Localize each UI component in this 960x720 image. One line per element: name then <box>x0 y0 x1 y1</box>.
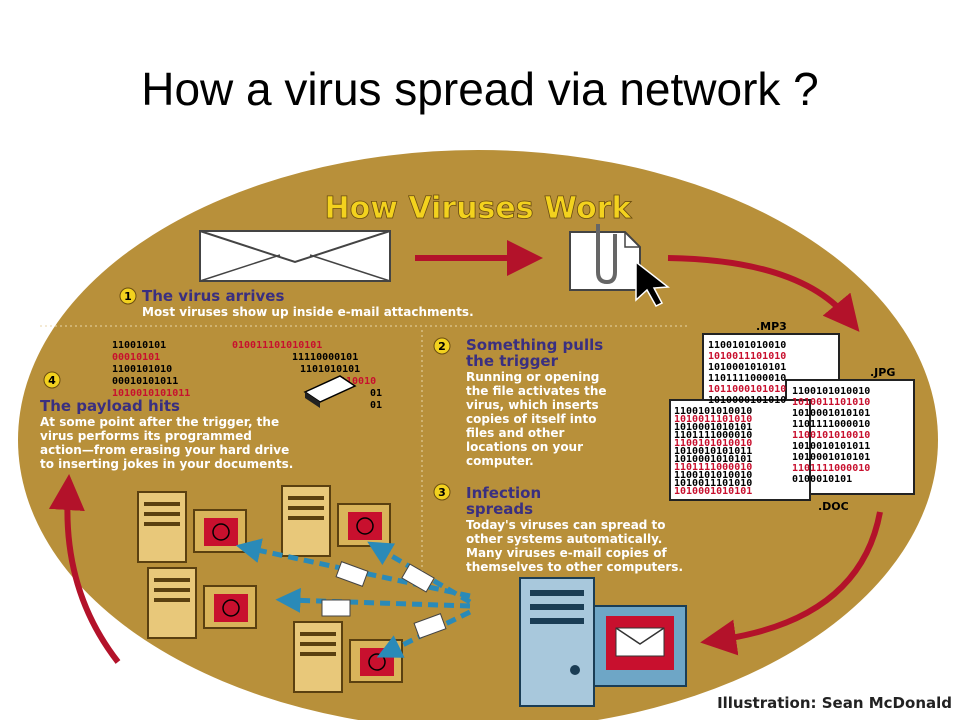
step-3: 3 Infection spreads Today's viruses can … <box>433 483 683 574</box>
step-2-line-4: copies of itself into <box>466 412 596 426</box>
binary-jpg: 1100101010010101001110101010100010101011… <box>792 386 870 485</box>
step-3-line-3: Many viruses e-mail copies of <box>466 546 667 560</box>
binary-line: 1010001010101 <box>674 486 752 497</box>
file-label-jpg: .JPG <box>870 366 895 379</box>
binary-line: 1101010101 <box>300 364 360 375</box>
step-2-line-1: Running or opening <box>466 370 599 384</box>
step-3-line-2: other systems automatically. <box>466 532 662 546</box>
background-ellipse <box>18 150 938 720</box>
small-envelopes <box>321 561 447 639</box>
step-3-line-4: themselves to other computers. <box>466 560 683 574</box>
step-4-line-2: virus performs its programmed <box>40 429 252 443</box>
infographic-heading: How Viruses Work <box>325 191 633 226</box>
binary-line: 1101111000010 <box>792 463 870 474</box>
binary-line: 110010 <box>340 376 376 387</box>
binary-line: 1010010101011 <box>112 388 190 399</box>
binary-line: 1101111000010 <box>792 419 870 430</box>
infected-computer-4 <box>293 621 403 693</box>
step-2-title-line-1: Something pulls <box>466 336 603 354</box>
step-2-line-5: files and other <box>466 426 565 440</box>
step-1-number: 1 <box>124 290 132 303</box>
binary-line: 1100101010 <box>112 364 172 375</box>
binary-line: 1010001010101 <box>708 362 786 373</box>
binary-line: 1101111000010 <box>674 430 752 441</box>
binary-line: 1010001010101 <box>674 454 752 465</box>
infected-computer-1 <box>137 491 247 563</box>
binary-line: 1011000101010 <box>708 384 786 395</box>
binary-line: 1100101010010 <box>674 470 752 481</box>
step-1: 1 The virus arrives Most viruses show up… <box>119 287 474 319</box>
binary-line: 1010011101010 <box>792 397 870 408</box>
step-2-title-line-2: the trigger <box>466 352 559 370</box>
binary-line: 1010001010101 <box>674 422 752 433</box>
slide-title: How a virus spread via network ? <box>141 63 819 115</box>
binary-line: 1100101010010 <box>792 386 870 397</box>
step-2-number: 2 <box>438 340 446 353</box>
cursor-icon <box>635 260 670 307</box>
envelope-icon <box>199 230 391 282</box>
binary-line: 110010101 <box>112 340 166 351</box>
binary-line: 1010011101010 <box>708 351 786 362</box>
binary-line: 1010001010101 <box>792 408 870 419</box>
payload-binary-left: 110010101 00010101 1100101010 0001010101… <box>112 340 190 399</box>
binary-line: 1010001010101 <box>792 452 870 463</box>
infected-computer-3 <box>147 567 257 639</box>
binary-line: 1010000101010 <box>708 395 786 406</box>
binary-line: 1010010101011 <box>674 446 752 457</box>
step-2-line-7: computer. <box>466 454 534 468</box>
step-4-number: 4 <box>48 374 56 387</box>
binary-line: 00010101011 <box>112 376 178 387</box>
step-2: 2 Something pulls the trigger Running or… <box>433 336 607 468</box>
binary-line: 1101111000010 <box>708 373 786 384</box>
binary-doc: 1100101010010101001110101010100010101011… <box>674 406 752 497</box>
step-3-title-line-2: spreads <box>466 500 533 518</box>
binary-line: 1100101010010 <box>708 340 786 351</box>
binary-line: 01 <box>370 400 382 411</box>
step-2-line-3: virus, which inserts <box>466 398 599 412</box>
step-4-line-4: to inserting jokes in your documents. <box>40 457 293 471</box>
step-1-title: The virus arrives <box>142 287 284 305</box>
step-2-line-2: the file activates the <box>466 384 607 398</box>
step-1-line-1: Most viruses show up inside e-mail attac… <box>142 305 474 319</box>
file-label-mp3: .MP3 <box>756 320 787 333</box>
illustration-credit: Illustration: Sean McDonald <box>717 694 952 712</box>
binary-line: 010011101010101 <box>232 340 322 351</box>
binary-line: 1010010101011 <box>792 441 870 452</box>
payload-binary-right: 010011101010101 11110000101 1101010101 1… <box>232 340 382 411</box>
step-4-line-1: At some point after the trigger, the <box>40 415 279 429</box>
binary-line: 1010011101010 <box>674 414 752 425</box>
source-computer <box>519 577 687 707</box>
binary-line: 0100010101 <box>792 474 852 485</box>
infected-computer-2 <box>281 485 391 557</box>
binary-line: 1010011101010 <box>674 478 752 489</box>
binary-line: 00010101 <box>112 352 160 363</box>
binary-line: 01 <box>370 388 382 399</box>
binary-mp3: 1100101010010101001110101010100010101011… <box>708 340 786 406</box>
binary-line: 11110000101 <box>292 352 358 363</box>
step-3-title-line-1: Infection <box>466 484 541 502</box>
arrow-attachment-to-files <box>667 255 860 332</box>
binary-line: 1100101010010 <box>674 406 752 417</box>
arrow-files-to-computer <box>700 511 883 656</box>
file-label-doc: .DOC <box>818 500 849 513</box>
binary-line: 1100101010010 <box>792 430 870 441</box>
binary-line: 1101111000010 <box>674 462 752 473</box>
step-4: 4 0101101111000010 The payload hits At s… <box>40 371 293 471</box>
arrow-network-to-payload <box>48 474 121 664</box>
step-4-line-3: action—from erasing your hard drive <box>40 443 289 457</box>
step-2-line-6: locations on your <box>466 440 583 454</box>
binary-line: 1100101010010 <box>674 438 752 449</box>
step-3-line-1: Today's viruses can spread to <box>466 518 666 532</box>
eraser-icon <box>303 375 357 408</box>
file-doc: .DOC <box>669 399 849 513</box>
step-4-title: The payload hits <box>40 397 180 415</box>
step-3-number: 3 <box>438 486 446 499</box>
